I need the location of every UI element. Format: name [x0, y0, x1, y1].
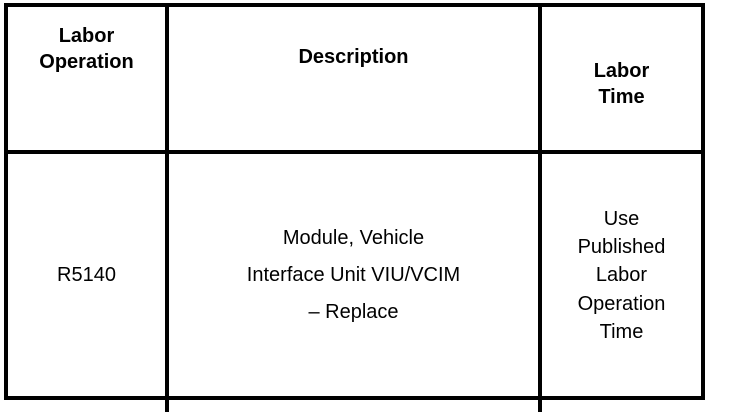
column-header-description: Description	[169, 7, 538, 150]
labor-operation-code-value: R5140	[57, 263, 116, 286]
column-header-labor-time-line2: Time	[598, 85, 645, 108]
table-row-labor-operation-code: R5140	[8, 154, 165, 397]
column-header-labor-time-line1: Labor	[593, 60, 650, 82]
column-header-labor-operation: Labor Operation	[8, 7, 165, 150]
column-header-labor-time: Labor Time	[542, 7, 701, 150]
table-column-divider-2	[538, 3, 542, 412]
description-line2: Interface Unit VIU/VCIM	[246, 264, 461, 286]
labor-time-line2: Published	[577, 235, 666, 258]
description-line1: Module, Vehicle	[282, 227, 425, 249]
labor-time-line1: Use	[603, 207, 640, 230]
table-column-divider-1	[165, 3, 169, 412]
column-header-labor-operation-line2: Operation	[39, 50, 134, 73]
labor-time-line3: Labor	[595, 264, 648, 287]
table-row-labor-time: Use Published Labor Operation Time	[542, 154, 701, 397]
column-header-description-label: Description	[298, 46, 409, 68]
column-header-labor-operation-line1: Labor	[58, 25, 115, 47]
labor-time-line4: Operation	[577, 292, 666, 315]
table-row-description: Module, Vehicle Interface Unit VIU/VCIM …	[169, 154, 538, 397]
table-header-row-divider	[4, 150, 705, 154]
description-line3: – Replace	[308, 301, 399, 323]
labor-time-line5: Time	[599, 321, 644, 344]
table-outer-border	[4, 3, 705, 400]
